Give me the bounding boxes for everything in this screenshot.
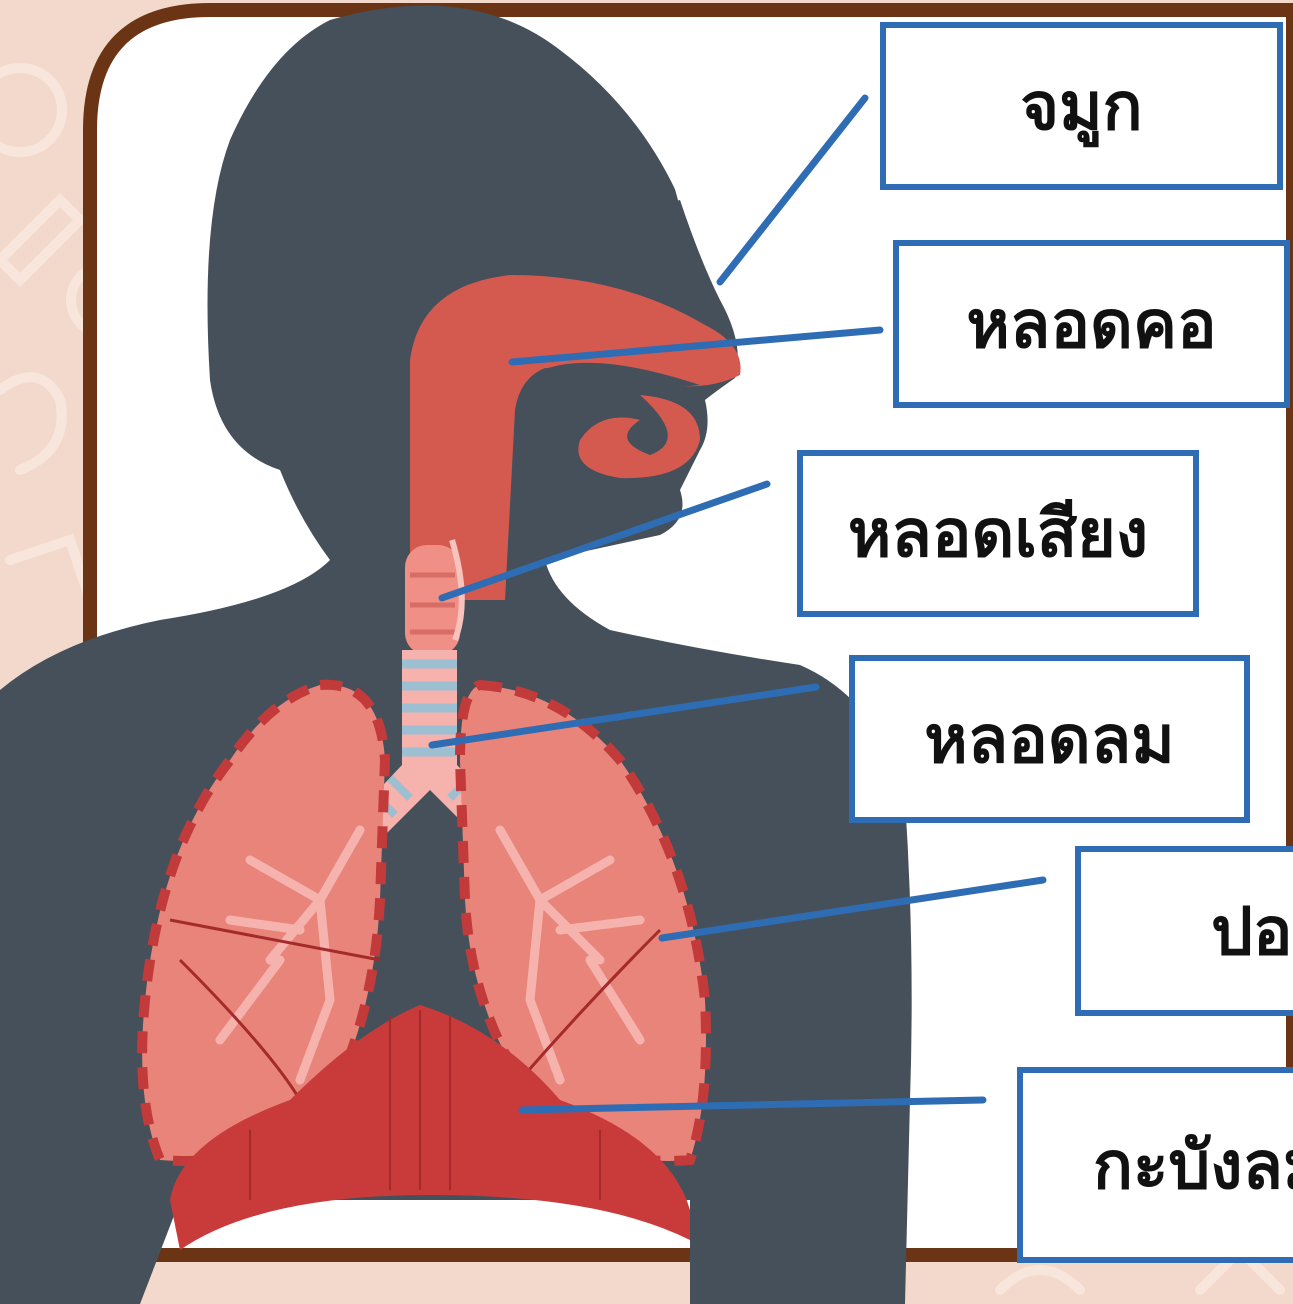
label-nose-text: จมูก <box>1020 54 1142 159</box>
label-nose: จมูก <box>880 22 1283 190</box>
label-larynx: หลอดเสียง <box>797 450 1199 617</box>
label-lung-text: ปอด <box>1211 879 1293 984</box>
label-larynx-text: หลอดเสียง <box>848 481 1148 586</box>
label-pharynx: หลอดคอ <box>893 240 1290 408</box>
label-diaphragm: กะบังลม <box>1017 1067 1293 1263</box>
label-diaphragm-text: กะบังลม <box>1093 1113 1293 1218</box>
label-trachea-text: หลอดลม <box>924 687 1174 792</box>
label-pharynx-text: หลอดคอ <box>966 272 1216 377</box>
label-trachea: หลอดลม <box>849 655 1250 823</box>
label-lung: ปอด <box>1075 846 1293 1016</box>
